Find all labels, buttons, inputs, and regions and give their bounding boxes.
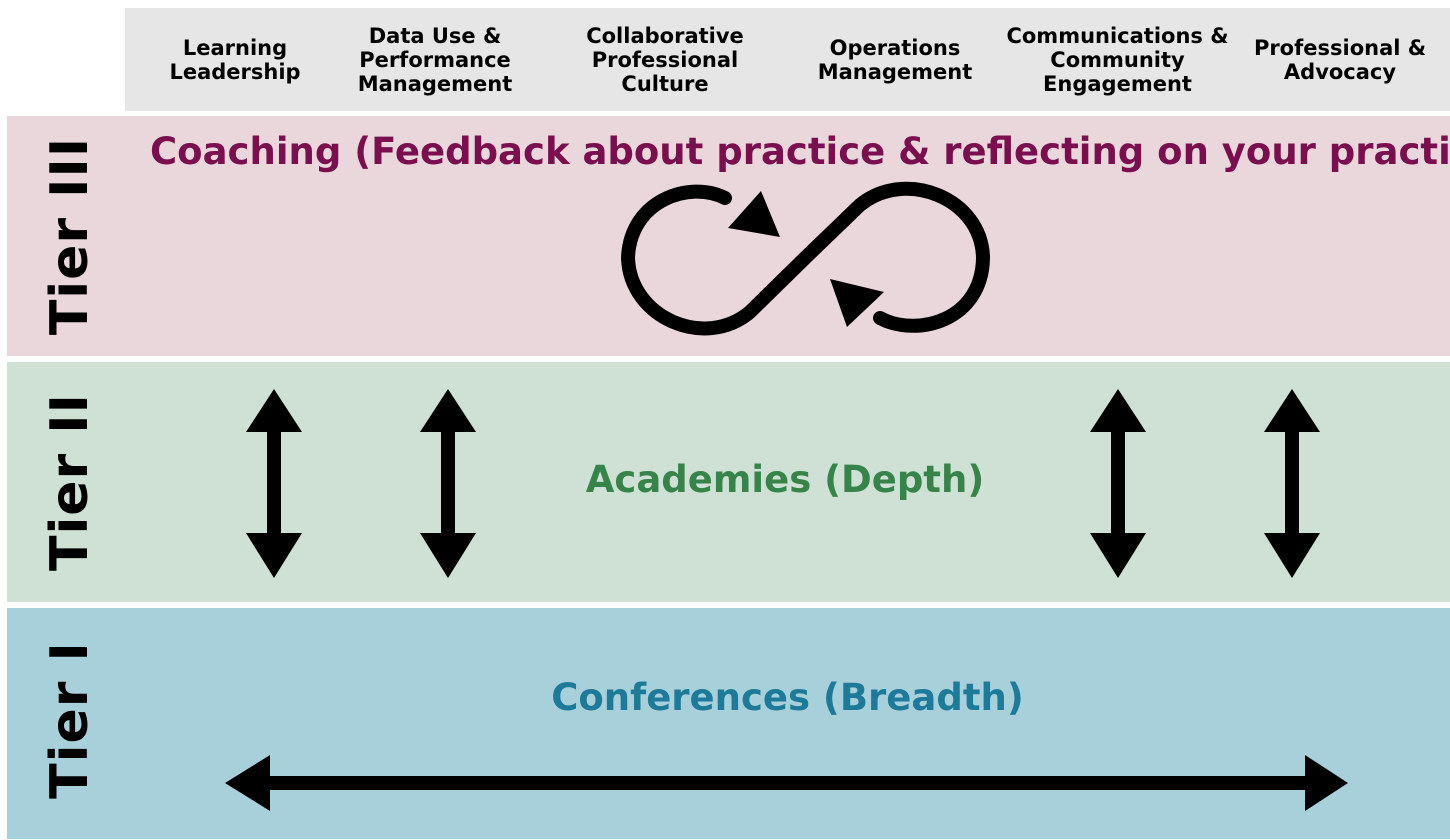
- column-label: Collaborative Professional Culture: [586, 23, 744, 96]
- tier-2-band: [7, 362, 1450, 602]
- vertical-double-arrow-icon: [1090, 389, 1146, 578]
- competency-header: Learning Leadership Data Use & Performan…: [125, 8, 1450, 111]
- tier-3-band: [7, 116, 1450, 356]
- column-label: Operations Management: [817, 35, 973, 84]
- coaching-title: Coaching (Feedback about practice & refl…: [150, 130, 1450, 173]
- column-communications: Communications & Community Engagement: [1005, 8, 1230, 111]
- conferences-title: Conferences (Breadth): [551, 676, 1024, 719]
- vertical-double-arrow-icon: [420, 389, 476, 578]
- vertical-double-arrow-icon: [246, 389, 302, 578]
- column-label: Data Use & Performance Management: [357, 23, 513, 96]
- column-operations-management: Operations Management: [795, 8, 995, 111]
- academies-title: Academies (Depth): [585, 458, 985, 501]
- column-professional-advocacy: Professional & Advocacy: [1240, 8, 1440, 111]
- column-label: Communications & Community Engagement: [1006, 23, 1229, 96]
- column-label: Professional & Advocacy: [1253, 35, 1427, 84]
- column-data-use: Data Use & Performance Management: [325, 8, 545, 111]
- column-learning-leadership: Learning Leadership: [169, 8, 301, 111]
- column-collaborative-culture: Collaborative Professional Culture: [570, 8, 760, 111]
- infinity-cycle-icon: [620, 181, 991, 336]
- column-label: Learning Leadership: [169, 35, 301, 84]
- vertical-double-arrow-icon: [1264, 389, 1320, 578]
- horizontal-double-arrow-icon: [225, 755, 1348, 811]
- tier-1-band: [7, 608, 1450, 839]
